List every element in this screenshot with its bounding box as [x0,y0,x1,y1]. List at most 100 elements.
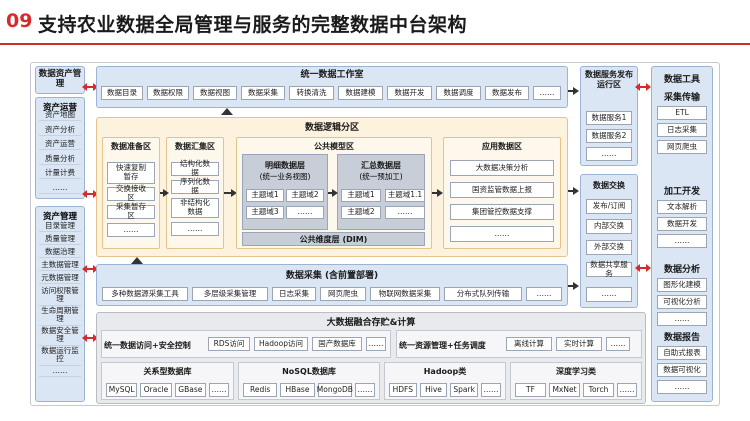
collection-item: 网页爬虫 [320,287,366,301]
architecture-frame [30,62,720,406]
resource-title: 统一资源管理+任务调度 [399,341,486,350]
workbench-item: 数据权限 [147,86,189,100]
tools-group-title: 加工开发 [663,187,700,197]
asset-admin-item: 访问权限管理 [39,286,81,306]
collection-item: 日志采集 [272,287,316,301]
storage-item: …… [209,383,229,397]
app-item: 大数据决策分析 [450,160,554,176]
tool-item: 网页爬虫 [657,140,707,154]
workbench-item: 数据开发 [387,86,432,100]
asset-ops-item: …… [39,183,81,194]
collect-item: …… [171,222,219,236]
prep-zone-title: 数据准备区 [111,142,151,151]
asset-ops-item: 质量分析 [39,154,81,165]
tool-item: …… [657,312,707,326]
asset-admin-item: 生命周期管理 [39,306,81,326]
page-title: 支持农业数据全局管理与服务的完整数据中台架构 [38,14,468,36]
workbench-item: 数据调度 [436,86,481,100]
storage-item: …… [355,383,375,397]
storage-item: …… [481,383,501,397]
storage-item: MongoDB [317,383,353,397]
detail-layer-sub: (统一业务视图) [259,172,311,181]
app-item: …… [450,226,554,242]
prep-item: 交换接收区 [107,185,155,202]
exchange-item: …… [586,287,632,302]
header-divider [0,43,750,45]
prep-item: 采集暂存区 [107,203,155,220]
workbench-item: …… [533,86,561,100]
flow-arrow [568,282,579,289]
tool-item: …… [657,234,707,248]
workbench-item: 数据发布 [485,86,529,100]
asset-ops-item: 计量计费 [39,168,81,180]
asset-admin-item: …… [39,366,81,378]
collection-title: 数据采集 (含前置部署) [285,271,379,281]
access-item: 国产数据库 [312,337,362,351]
collection-item: 分布式队列传输 [444,287,522,301]
detail-domain: 主题域1 [246,189,284,202]
detail-domain: 主题域2 [286,189,324,202]
asset-ops-panel: 资产运营 [35,97,85,199]
storage-item: …… [617,383,637,397]
tool-item: 图形化建模 [657,278,707,292]
bigdata-title: 大数据融合存贮&计算 [326,318,416,328]
logic-zone-title: 数据逻辑分区 [304,123,359,133]
link-arrow [635,83,651,91]
storage-item: Torch [583,383,614,397]
storage-item: Hive [419,383,448,397]
asset-admin-item: 质量管理 [39,234,81,246]
exchange-item: 内部交换 [586,219,632,234]
tools-group-title: 数据分析 [663,265,700,275]
tool-item: 数据可视化 [657,363,707,377]
service-item: 数据服务1 [586,111,632,125]
workbench-item: 数据目录 [101,86,143,100]
prep-item: …… [107,223,155,237]
collect-item: 序列化数据 [171,178,219,195]
access-title: 统一数据访问+安全控制 [104,341,191,350]
storage-item: Redis [243,383,278,397]
summary-domain: 主题域2 [341,206,381,219]
dim-layer [242,232,425,246]
workbench-title: 统一数据工作室 [300,70,364,80]
workbench-item: 数据采集 [241,86,285,100]
tools-group-title: 数据报告 [663,333,700,343]
asset-admin-item: 数据安全管理 [39,326,81,346]
tools-group-title: 采集传输 [663,93,700,103]
access-item: Hadoop访问 [254,337,308,351]
collection-item: …… [526,287,562,301]
link-arrow [82,83,98,91]
flow-arrow [328,189,338,196]
up-arrow [221,108,233,115]
asset-admin-item: 目录管理 [39,221,81,233]
flow-arrow [432,189,443,196]
collection-item: 多层级采集管理 [192,287,268,301]
service-title: 数据服务发布运行区 [585,70,633,89]
asset-ops-item: 资产运营 [39,139,81,151]
asset-admin-panel: 资产管理 [35,206,85,402]
flow-arrow [160,189,169,196]
asset-admin-item: 数据治理 [39,247,81,259]
tool-item: 可视化分析 [657,295,707,309]
tool-item: 文本解析 [657,200,707,214]
flow-arrow [224,189,237,196]
storage-group-title: Hadoop类 [423,367,467,376]
app-item: 国资监管数据上报 [450,182,554,198]
detail-domain: …… [286,206,324,219]
storage-group-title: NoSQL数据库 [282,367,336,376]
resource-item: 实时计算 [556,337,602,351]
storage-item: GBase [174,383,206,397]
asset-ops-item: 资产分析 [39,125,81,136]
resource-item: …… [606,337,630,351]
storage-item: Oracle [140,383,172,397]
storage-item: TF [515,383,546,397]
tool-item: 数据开发 [657,217,707,231]
summary-domain: 主题域1.1 [385,189,425,202]
asset-admin-item: 数据运行监控 [39,346,81,366]
exchange-item: 数据共享服务 [586,260,632,277]
access-item: RDS访问 [208,337,250,351]
tool-item: …… [657,380,707,394]
resource-item: 离线计算 [506,337,552,351]
app-item: 集团管控数据支撑 [450,204,554,220]
exchange-item: 外部交换 [586,240,632,255]
workbench-item: 转换清洗 [289,86,334,100]
